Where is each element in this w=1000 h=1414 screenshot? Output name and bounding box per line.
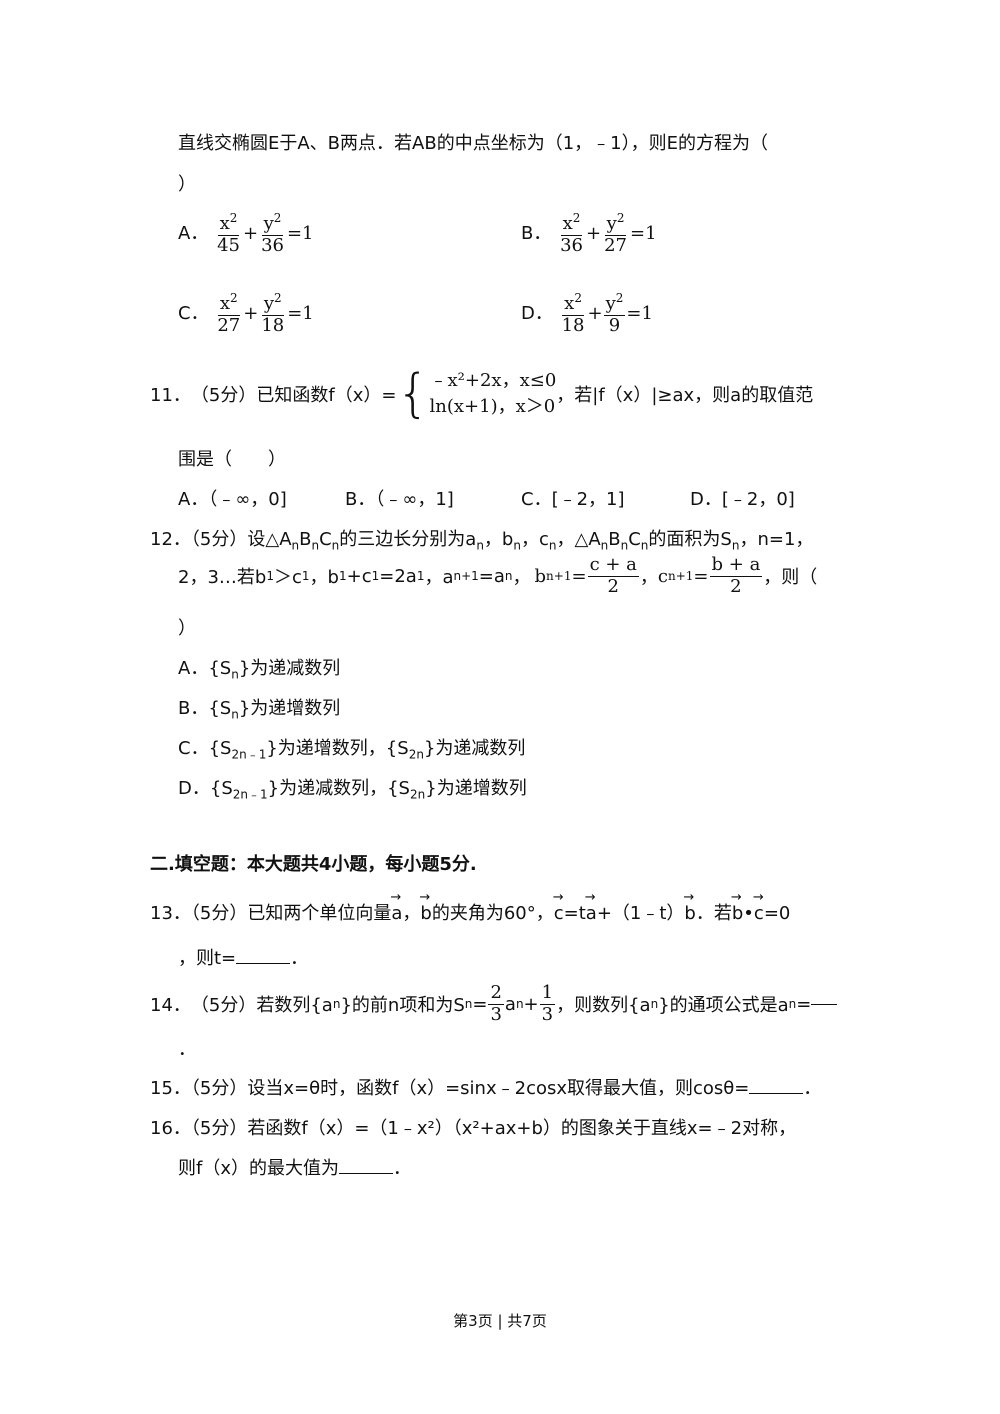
vector-b: b	[419, 890, 431, 924]
q11-option-b: B．（﹣∞，1]	[345, 489, 454, 510]
q13-line2: ，则t=．	[178, 948, 309, 969]
q15-line1: 15．（5分）设当x=θ时，函数f（x）=sinx﹣2cosx取得最大值，则co…	[150, 1078, 822, 1099]
q12-option-d: D．{S2n﹣1}为递减数列，{S2n}为递增数列	[178, 778, 527, 802]
answer-blank[interactable]	[236, 963, 291, 964]
q10-stem-line2: ）	[178, 174, 196, 195]
answer-blank[interactable]	[811, 1003, 838, 1005]
q11-line1: 11． （5分）已知函数f（x）= { ﹣x²+2x，x≤0 ln(x+1)，x…	[150, 364, 814, 424]
q11-option-d: D．[﹣2，0]	[690, 489, 795, 510]
q11-option-c: C．[﹣2，1]	[521, 489, 625, 510]
vector-a: a	[390, 890, 402, 924]
q11-line2: 围是（ ）	[178, 449, 286, 470]
q12-line1: 12．（5分）设△AnBnCn的三边长分别为an，bn，cn，△AnBnCn的面…	[150, 529, 814, 553]
q13-line1: 13．（5分）已知两个单位向量a，b的夹角为60°，c=ta+（1﹣t）b．若b…	[150, 890, 790, 925]
q16-line1: 16．（5分）若函数f（x）=（1﹣x²）（x²+ax+b）的图象关于直线x=﹣…	[150, 1118, 797, 1139]
piecewise-brace: {	[396, 364, 430, 424]
q12-number: 12．	[150, 529, 191, 550]
q16-number: 16．	[150, 1118, 191, 1139]
q12-line3: ）	[178, 618, 196, 639]
piecewise-cases: ﹣x²+2x，x≤0 ln(x+1)，x＞0	[429, 370, 557, 417]
vector-c: c	[553, 890, 564, 924]
q11-option-a: A．（﹣∞，0]	[178, 489, 287, 510]
section-heading: 二.填空题：本大题共4小题，每小题5分.	[150, 854, 477, 875]
q15-number: 15．	[150, 1078, 191, 1099]
q14-number: 14．	[150, 995, 191, 1017]
q16-line2: 则f（x）的最大值为．	[178, 1158, 411, 1179]
q12-option-c: C．{S2n﹣1}为递增数列，{S2n}为递减数列	[178, 738, 526, 762]
q11-number: 11．	[150, 385, 191, 406]
q12-option-b: B．{Sn}为递增数列	[178, 698, 341, 722]
q10-stem-line1: 直线交椭圆E于A、B两点．若AB的中点坐标为（1，﹣1），则E的方程为（	[178, 133, 768, 154]
q12-option-a: A．{Sn}为递减数列	[178, 658, 341, 682]
page-footer: 第3页 | 共7页	[453, 1312, 547, 1330]
answer-blank[interactable]	[339, 1173, 393, 1174]
q14-line2: ．	[178, 1039, 196, 1060]
answer-blank[interactable]	[749, 1093, 804, 1094]
q13-number: 13．	[150, 903, 191, 924]
